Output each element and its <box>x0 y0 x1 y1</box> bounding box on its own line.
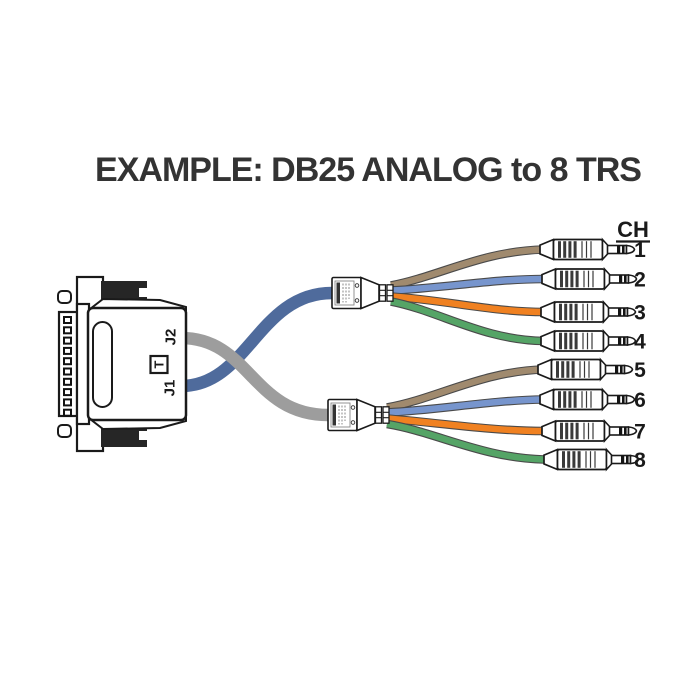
wire-core <box>386 420 545 463</box>
trs-plug-ch8 <box>543 448 640 471</box>
wire-ch8 <box>386 419 545 464</box>
trs-plug-ch7 <box>541 420 638 442</box>
db25-pin <box>63 316 72 324</box>
db25-pin <box>63 398 72 407</box>
wire-ch3 <box>390 292 545 317</box>
wire-core <box>386 396 545 416</box>
db25-screw-tab-top <box>57 290 72 304</box>
db25-connector: J2 T J1 <box>57 275 188 453</box>
channel-number-7: 7 <box>634 421 646 444</box>
db25-label-j1: J1 <box>161 380 178 397</box>
snake-cable-blue-j1 <box>180 286 333 393</box>
trs-plug-ch2 <box>541 268 638 290</box>
wire-core <box>386 415 545 435</box>
channel-header: CH <box>617 217 649 242</box>
wire-ch7 <box>386 414 545 436</box>
db25-pin <box>63 367 72 376</box>
wire-core <box>386 366 545 411</box>
channel-number-6: 6 <box>634 389 646 412</box>
trs-plug-ch4 <box>540 330 637 352</box>
wire-core <box>390 275 545 294</box>
channel-number-4: 4 <box>634 331 646 354</box>
db25-pins <box>63 316 72 417</box>
wire-ch5 <box>386 365 545 412</box>
fanout-box-lower <box>327 398 390 432</box>
db25-pin <box>63 346 72 355</box>
db25-insert <box>92 321 113 408</box>
trs-plug-ch5 <box>537 358 634 381</box>
wire-ch1 <box>390 245 545 290</box>
wire-core <box>390 246 545 289</box>
wire-ch2 <box>390 274 545 295</box>
diagram-title: EXAMPLE: DB25 ANALOG to 8 TRS <box>95 151 641 189</box>
db25-thumbscrew-top-notch <box>139 288 147 297</box>
wire-core <box>390 298 545 345</box>
wire-ch4 <box>390 297 545 346</box>
db25-label-t: T <box>152 360 167 368</box>
db25-t-box <box>149 354 169 375</box>
snake-cable-gray-j2 <box>180 331 329 422</box>
db25-screw-tab-bottom <box>57 424 72 438</box>
db25-pin <box>63 326 72 335</box>
db25-pin <box>63 388 72 397</box>
channel-number-5: 5 <box>634 359 646 382</box>
wire-ch6 <box>386 395 545 417</box>
wire-core <box>390 293 545 316</box>
db25-pin <box>63 357 72 366</box>
trs-plug-ch3 <box>540 301 637 323</box>
trs-plug-ch6 <box>539 388 636 411</box>
channel-number-8: 8 <box>634 449 646 472</box>
db25-pin <box>63 408 72 417</box>
fanout-box-upper <box>331 276 394 310</box>
channel-number-2: 2 <box>634 269 646 292</box>
db25-pin <box>63 336 72 345</box>
db25-thumbscrew-bottom-notch <box>139 431 147 440</box>
db25-pin <box>63 377 72 386</box>
channel-number-3: 3 <box>634 302 646 325</box>
channel-number-1: 1 <box>634 239 646 262</box>
db25-label-j2: J2 <box>162 329 179 346</box>
